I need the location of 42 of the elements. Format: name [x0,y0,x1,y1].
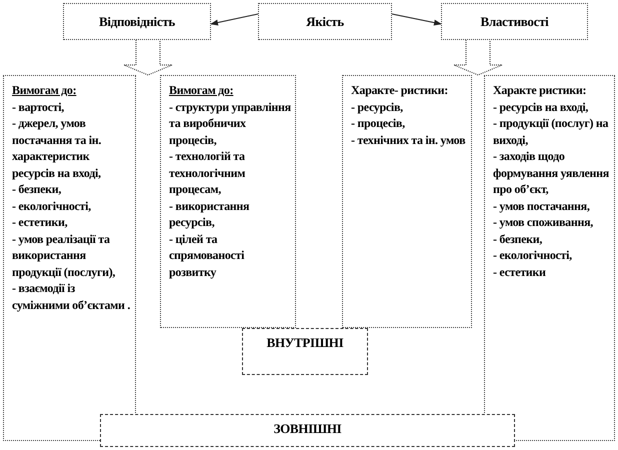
list-item: - використання ресурсів, [169,198,250,230]
arrow [392,14,442,26]
group-box [100,414,515,447]
group-label: ЗОВНІШНІ [274,421,342,437]
list-item: - екологічності, [493,247,573,264]
list-item: - вартості, [12,98,65,115]
list-item: - технічних та ін. умов [351,132,466,148]
group-label: ВНУТРІШНІ [266,335,344,351]
list-item: - естетики, [12,214,68,230]
list-item: - екологічності, [12,198,92,214]
list-item: - ресурсів на вході, [493,98,590,115]
list-item: - процесів, [351,115,406,132]
text-box [63,3,211,40]
list-item: - джерел, умов постачання та ін. характеристик ресурсів на вході, [12,115,102,181]
box-label: Властивості [480,14,548,30]
list-item: - продукції (послуг) на виході, [493,115,610,148]
block-arrow [124,40,172,76]
box-heading: Вимогам до: [169,82,234,98]
list-item: - заходів щодо формування уявлення про об’єкт, [493,148,610,198]
box-heading: Характе ристики: [493,82,588,98]
group-box [242,328,368,375]
list-item: - умов реалізації та використання продукції (послуги), [12,230,116,280]
text-box [258,3,392,40]
list-item: - структури управління та виробничих процесів, [169,98,291,148]
box-label: Якість [306,14,344,30]
list-item: - технологій та технологічним процесам, [169,148,246,198]
list-item: - безпеки, [12,181,62,198]
arrow [210,14,258,26]
box-label: Відповідність [99,14,175,30]
block-arrow [454,40,502,76]
list-item: - естетики [493,264,547,280]
list-item: - умов споживання, [493,214,594,230]
list-item: - ресурсів, [351,98,404,115]
list-item: - безпеки, [493,230,544,247]
list-item: - умов постачання, [493,198,591,214]
list-item: - взаємодії із суміжними об’єктами . [12,280,131,313]
text-box [441,3,588,40]
box-heading: Вимогам до: [12,82,78,98]
text-box [342,75,472,328]
box-heading: Характе- ристики: [351,82,449,98]
list-item: - цілей та спрямованості розвитку [169,230,246,280]
text-box [160,75,296,328]
